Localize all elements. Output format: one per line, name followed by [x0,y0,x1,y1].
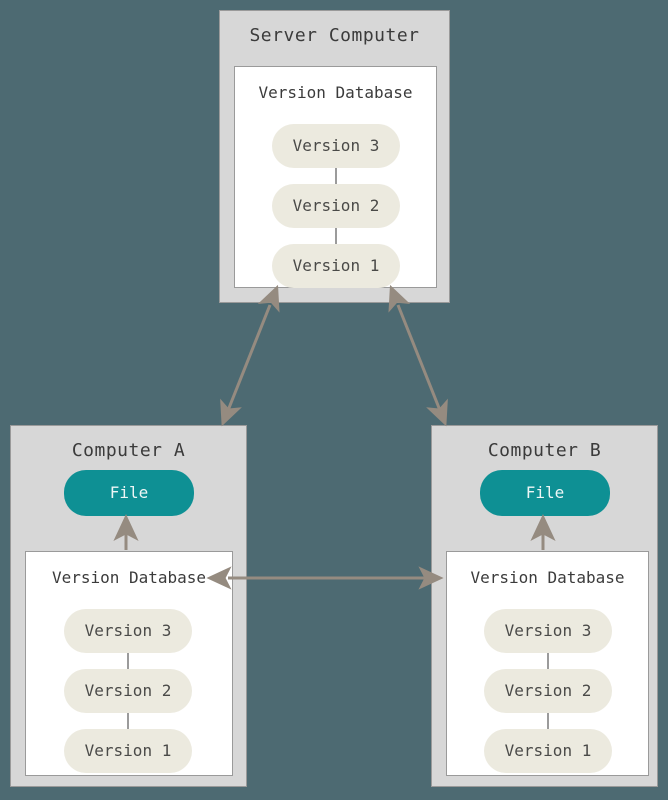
server-version-database-title: Version Database [258,83,413,102]
computer-a-connector-3-2 [127,653,129,681]
computer-a-box[interactable]: Computer A File Version Database Version… [10,425,247,787]
server-connector-2-1 [335,228,337,256]
computer-a-version-database-panel[interactable]: Version Database Version 3 Version 2 Ver… [25,551,233,776]
arrow-server-to-computer-b [388,284,448,427]
server-version-pill-2[interactable]: Version 2 [272,184,400,228]
computer-a-connector-2-1 [127,713,129,741]
server-computer-box[interactable]: Server Computer Version Database Version… [219,10,450,303]
computer-b-version-pill-1[interactable]: Version 1 [484,729,612,773]
computer-b-version-database-panel[interactable]: Version Database Version 3 Version 2 Ver… [446,551,649,776]
computer-b-version-pill-2[interactable]: Version 2 [484,669,612,713]
computer-b-title: Computer B [487,440,602,461]
computer-b-connector-3-2 [547,653,549,681]
server-version-database-panel[interactable]: Version Database Version 3 Version 2 Ver… [234,66,437,288]
computer-a-version-database-title: Version Database [51,568,207,587]
server-version-pill-1[interactable]: Version 1 [272,244,400,288]
computer-b-connector-2-1 [547,713,549,741]
server-computer-title: Server Computer [249,25,420,46]
arrow-server-to-computer-a [220,284,280,427]
computer-b-file-pill[interactable]: File [480,470,610,516]
server-connector-3-2 [335,168,337,196]
computer-a-version-pill-2[interactable]: Version 2 [64,669,192,713]
computer-a-version-pill-3[interactable]: Version 3 [64,609,192,653]
server-version-pill-3[interactable]: Version 3 [272,124,400,168]
computer-a-title: Computer A [71,440,186,461]
computer-b-version-database-title: Version Database [470,568,625,587]
computer-b-box[interactable]: Computer B File Version Database Version… [431,425,658,787]
computer-a-file-pill[interactable]: File [64,470,194,516]
computer-a-version-pill-1[interactable]: Version 1 [64,729,192,773]
computer-b-version-pill-3[interactable]: Version 3 [484,609,612,653]
